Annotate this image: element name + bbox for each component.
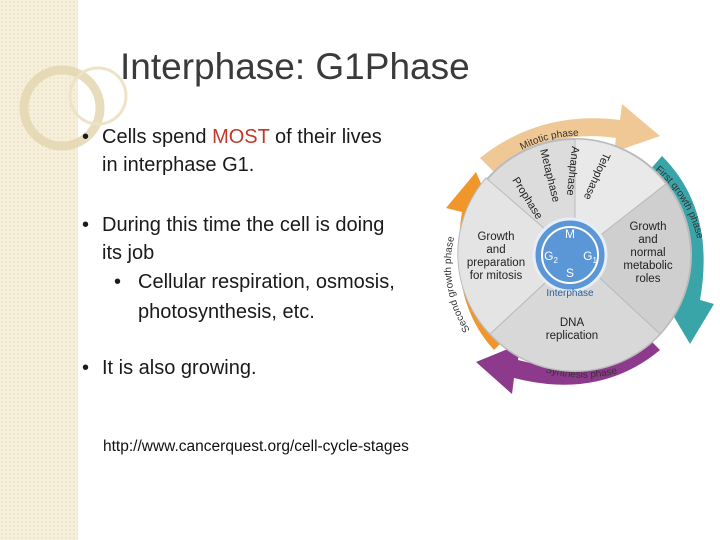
- g2-sector: [457, 177, 576, 335]
- g2-label: G2: [544, 249, 558, 265]
- mitosis-wedge: [574, 138, 667, 257]
- center-labels: M G2 G1 S: [544, 227, 597, 280]
- g1-sector-line: metabolic: [623, 260, 672, 272]
- m-label: M: [565, 227, 575, 241]
- sub-bullet-text: Cellular respiration, osmosis,: [138, 271, 395, 293]
- decorative-side-band: [0, 0, 78, 540]
- sub-bullet-dot: •: [114, 271, 122, 293]
- g1-sector-line: roles: [636, 273, 661, 285]
- g2-sector-line: for mitosis: [470, 270, 523, 282]
- decorative-circles: [19, 65, 128, 151]
- s-sector-line: DNA: [560, 317, 585, 329]
- g2-sector-line: Growth: [477, 231, 514, 243]
- g1-sector-line: normal: [630, 247, 665, 259]
- slide-title: Interphase: G1Phase: [120, 46, 470, 87]
- synthesis-phase-arrow: [476, 336, 660, 394]
- emphasis-word: MOST: [212, 126, 270, 148]
- interphase-label: Interphase: [546, 288, 594, 299]
- source-url[interactable]: http://www.cancerquest.org/cell-cycle-st…: [103, 438, 409, 455]
- bullet-dot: •: [82, 214, 90, 236]
- sector-labels: Growth and preparation for mitosis Growt…: [467, 221, 673, 342]
- s-sector-line: replication: [546, 330, 598, 342]
- s-sector: [489, 254, 661, 372]
- bullet-text: It is also growing.: [102, 357, 257, 379]
- g2-sector-line: preparation: [467, 257, 525, 269]
- bullet-dot: •: [82, 126, 90, 148]
- g1-sector: [574, 183, 692, 335]
- bullet-text-line2: in interphase G1.: [102, 154, 255, 176]
- g1-sector-line: Growth: [629, 221, 666, 233]
- g1-sector-line: and: [638, 234, 657, 246]
- bullet-text-line2: its job: [102, 242, 155, 264]
- first-growth-phase-arrow: [648, 156, 714, 344]
- s-label: S: [566, 266, 574, 280]
- sub-bullet-text-line2: photosynthesis, etc.: [138, 301, 315, 323]
- mitotic-phase-arrow: [480, 104, 660, 172]
- bullet-dot: •: [82, 357, 90, 379]
- bullet-text: Cells spend MOST of their lives: [102, 126, 382, 148]
- bullet-text: During this time the cell is doing: [102, 214, 385, 236]
- interphase-center: [532, 217, 608, 293]
- anaphase-label: Anaphase: [564, 146, 581, 197]
- g1-label: G1: [583, 249, 597, 265]
- interphase-ring: [541, 226, 599, 284]
- g2-sector-line: and: [486, 244, 505, 256]
